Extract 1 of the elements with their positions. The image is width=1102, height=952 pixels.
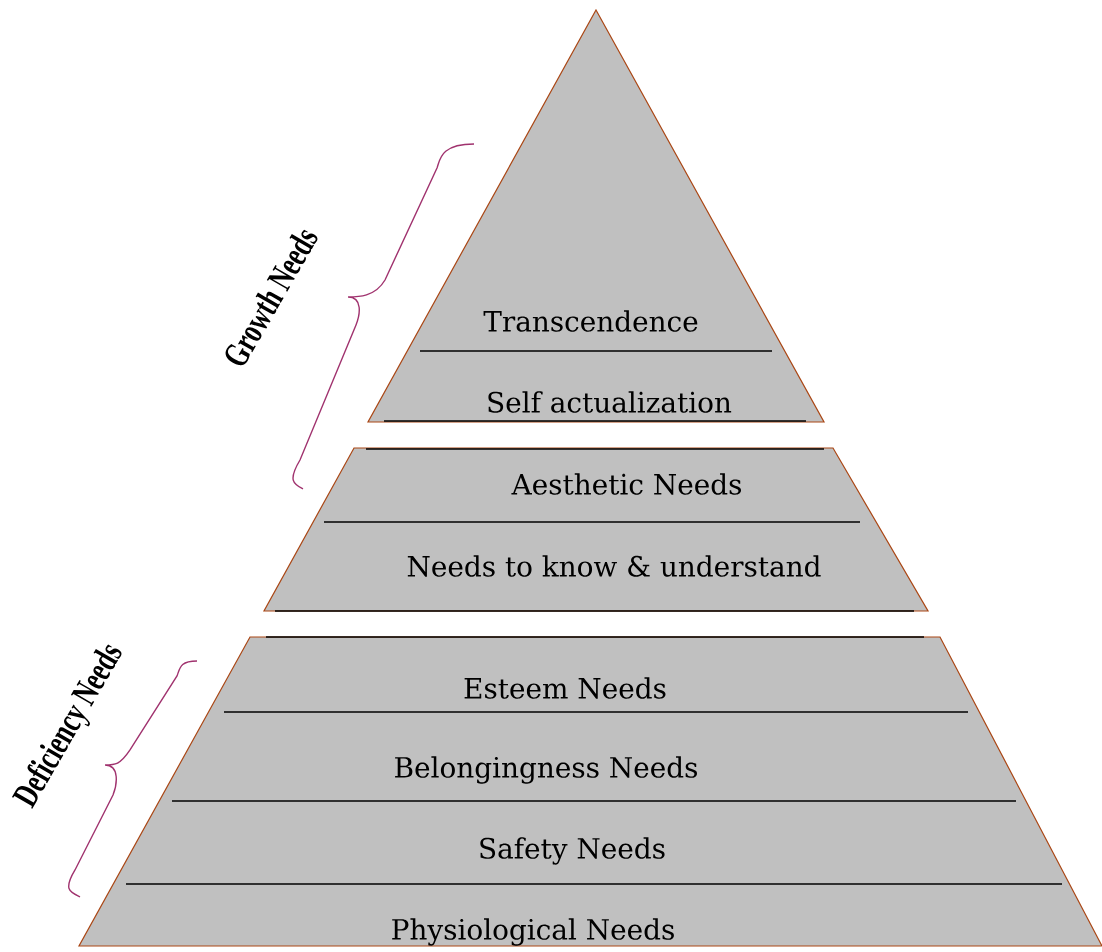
pyramid-band: Aesthetic Needs Needs to know & understand	[263, 447, 930, 612]
